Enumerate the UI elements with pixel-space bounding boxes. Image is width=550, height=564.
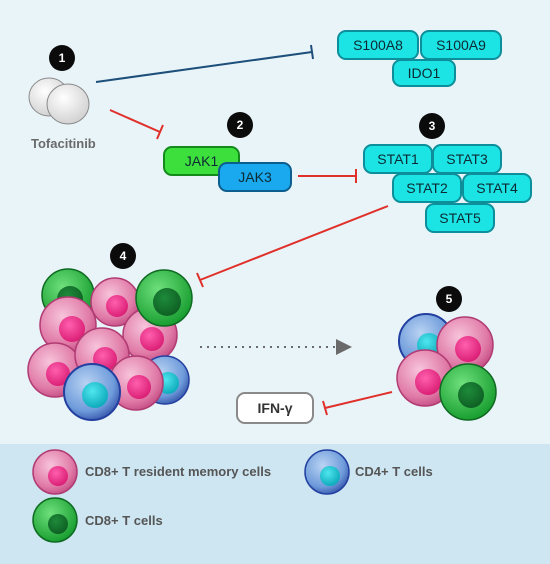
legend-cd8-icon bbox=[32, 497, 78, 543]
step-2-badge: 2 bbox=[227, 112, 253, 138]
step-5-badge: 5 bbox=[436, 286, 462, 312]
ifn-gamma-node: IFN-γ bbox=[236, 392, 314, 424]
legend-cd8-label: CD8+ T cells bbox=[85, 513, 163, 528]
legend-cd4-label: CD4+ T cells bbox=[355, 464, 433, 479]
cd8-t-cell bbox=[135, 269, 193, 327]
step-3-badge: 3 bbox=[419, 113, 445, 139]
inhibit-cluster-line bbox=[196, 205, 389, 288]
inhibit-jak-line bbox=[109, 109, 164, 140]
tissue-cell-cluster-after bbox=[396, 313, 497, 421]
stat4-node: STAT4 bbox=[462, 173, 532, 203]
s100a9-node: S100A9 bbox=[420, 30, 502, 60]
ido1-node: IDO1 bbox=[392, 59, 456, 87]
legend-cd8-trm-label: CD8+ T resident memory cells bbox=[85, 464, 272, 479]
cd4-t-cell bbox=[63, 363, 121, 421]
legend-cd4-icon bbox=[304, 449, 350, 495]
cd8-trm-cell bbox=[90, 277, 140, 327]
legend-band bbox=[0, 444, 550, 564]
cd8-trm-cell bbox=[108, 355, 164, 411]
s100a8-node: S100A8 bbox=[337, 30, 419, 60]
stat5-node: STAT5 bbox=[425, 203, 495, 233]
stat3-node: STAT3 bbox=[432, 144, 502, 174]
jak3-node: JAK3 bbox=[218, 162, 292, 192]
stat1-node: STAT1 bbox=[363, 144, 433, 174]
tofacitinib-label: Tofacitinib bbox=[31, 136, 96, 151]
inhibit-ifng-line bbox=[322, 391, 393, 416]
step-1-badge: 1 bbox=[49, 45, 75, 71]
cd8-t-cell bbox=[439, 363, 497, 421]
inhibit-stat-line bbox=[298, 169, 357, 183]
legend-cd8-trm-icon bbox=[32, 449, 78, 495]
tofacitinib-pill-icon bbox=[28, 77, 90, 125]
tissue-cell-cluster-before bbox=[27, 268, 193, 421]
stat2-node: STAT2 bbox=[392, 173, 462, 203]
step-4-badge: 4 bbox=[110, 243, 136, 269]
cd8-trm-cell bbox=[396, 349, 454, 407]
inhibit-s100-line bbox=[95, 44, 314, 83]
